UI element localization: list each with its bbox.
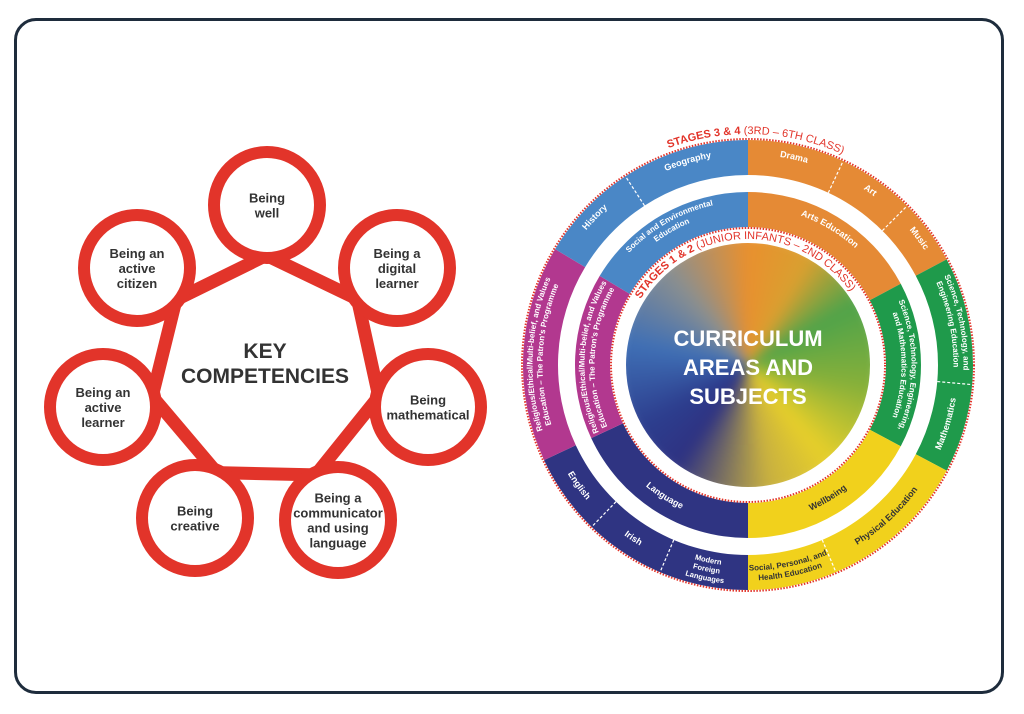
key-competencies-title: COMPETENCIES — [181, 365, 349, 388]
competency-label: Being an — [110, 246, 165, 261]
area-segment-green — [869, 283, 921, 447]
competency-label: Being a — [374, 246, 422, 261]
competency-label: mathematical — [386, 408, 469, 423]
competency-label: citizen — [117, 276, 158, 291]
ribbon-connector — [145, 248, 386, 482]
competency-label: language — [309, 536, 366, 551]
subject-divider — [827, 160, 844, 194]
key-competencies-title: KEY — [243, 340, 286, 363]
competency-label: well — [254, 206, 280, 221]
subject-segment-yellow — [748, 454, 947, 590]
subject-divider — [821, 539, 837, 573]
subject-divider — [937, 380, 973, 386]
competency-ring — [136, 459, 254, 577]
subject-segment-green — [915, 259, 973, 471]
subject-divider — [881, 205, 908, 232]
subject-divider — [591, 501, 617, 528]
area-segment-blue — [599, 192, 748, 294]
competency-ring — [208, 146, 326, 264]
curriculum-center-title: CURRICULUM — [673, 326, 822, 351]
subject-segment-magenta — [523, 249, 586, 461]
competency-ring — [369, 348, 487, 466]
competency-label: Being — [249, 191, 285, 206]
competency-ring — [279, 461, 397, 579]
competency-label: active — [85, 400, 122, 415]
image-frame — [14, 18, 1004, 694]
competency-ring — [78, 209, 196, 327]
curriculum-center-title: AREAS AND — [683, 355, 813, 380]
area-segment-yellow — [748, 429, 901, 538]
competency-label: communicator — [293, 506, 383, 521]
stage-3-4-border — [521, 138, 975, 592]
competency-ring — [44, 348, 162, 466]
competency-label: and using — [307, 521, 368, 536]
subject-segment-orange — [748, 140, 947, 276]
curriculum-center-title: SUBJECTS — [689, 384, 806, 409]
subject-segment-navy — [544, 445, 748, 590]
area-segment-magenta — [575, 275, 630, 439]
competency-label: creative — [170, 519, 219, 534]
competency-label: learner — [375, 276, 418, 291]
competency-ring — [338, 209, 456, 327]
competency-label: active — [119, 261, 156, 276]
competency-label: Being an — [76, 385, 131, 400]
competency-label: Being — [410, 393, 446, 408]
subject-divider — [624, 175, 646, 206]
competency-label: Being — [177, 504, 213, 519]
competency-label: digital — [378, 261, 416, 276]
stage-1-2-border — [610, 227, 886, 503]
competency-label: learner — [81, 415, 124, 430]
subject-divider — [659, 539, 675, 573]
competency-label: Being a — [315, 491, 363, 506]
area-segment-orange — [748, 192, 901, 301]
subject-segment-blue — [555, 140, 748, 268]
curriculum-center-gradient — [626, 243, 870, 487]
area-segment-navy — [591, 423, 748, 538]
